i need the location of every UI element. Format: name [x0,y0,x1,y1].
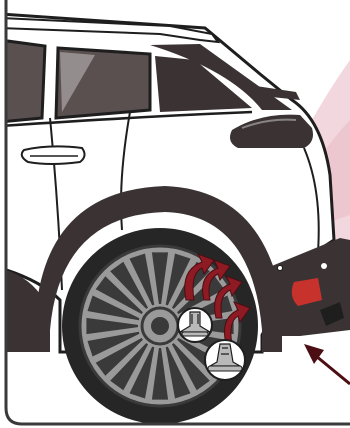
belt-line [0,110,253,128]
curved-removal-arrow-icon [184,253,215,301]
taillight [230,114,313,148]
curved-removal-arrow-icon [224,301,251,345]
bumper-reflector [291,278,322,306]
quarter-glass-dark [155,56,252,112]
push-pin-clip-callout [177,307,213,343]
rim-spoke-slot [87,295,140,321]
taillight-highlight [241,118,297,129]
rim-spoke-slot [95,276,143,314]
rear-quarter-window [54,46,152,120]
rim-spoke-slot [110,343,148,391]
rim-spoke-slot [165,346,191,399]
exhaust-notch [320,302,344,326]
rim-spoke-slot [110,261,148,309]
rim-spoke-slot [95,338,143,376]
rim-spoke-slot [177,276,225,314]
wheel-arch-trim [36,186,282,352]
rim-spoke-slot [129,253,155,306]
rear-panel-edge [303,147,320,253]
rim-spoke-slot [151,252,169,304]
sill-trim [0,268,44,352]
rim-spoke-slot [129,346,155,399]
door-handle [20,145,86,165]
frame-border [4,0,350,426]
c-pillar [150,44,292,110]
curved-removal-arrow-icon [214,275,243,319]
spoiler [256,86,300,100]
bumper-bolt [321,263,327,269]
rim-spoke-slot [172,343,210,391]
expansion-rivet-clip-head [207,365,243,372]
rim-spoke-slot [151,348,169,400]
push-pin-clip-icon [177,311,213,333]
push-pin-clip-head [181,331,209,337]
curved-removal-arrow-icon [202,259,231,301]
expansion-rivet-clip-callout [204,339,246,381]
rim-spoke-slot [87,331,140,357]
rim-spoke-slot [165,253,191,306]
rim-spoke-slot [86,317,138,335]
hub-cap [151,317,169,335]
window-reflection [60,52,95,112]
roof-rail [0,16,221,44]
removal-arrows [184,253,251,345]
rear-side-window [0,38,47,124]
pointer-arrow-icon [304,344,350,386]
body-screw [277,265,283,271]
